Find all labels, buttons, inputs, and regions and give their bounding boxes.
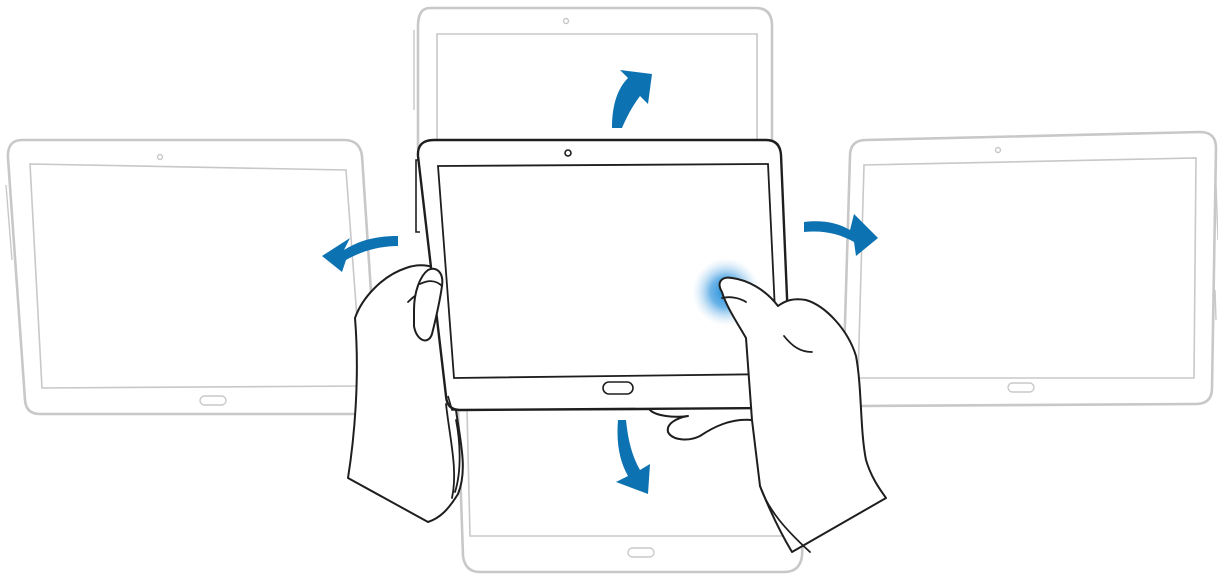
- tablet-tilt-up-ghost: [414, 8, 772, 148]
- tablet-tilt-right-ghost: [843, 132, 1218, 406]
- tablet-tilt-left-ghost: [6, 140, 378, 414]
